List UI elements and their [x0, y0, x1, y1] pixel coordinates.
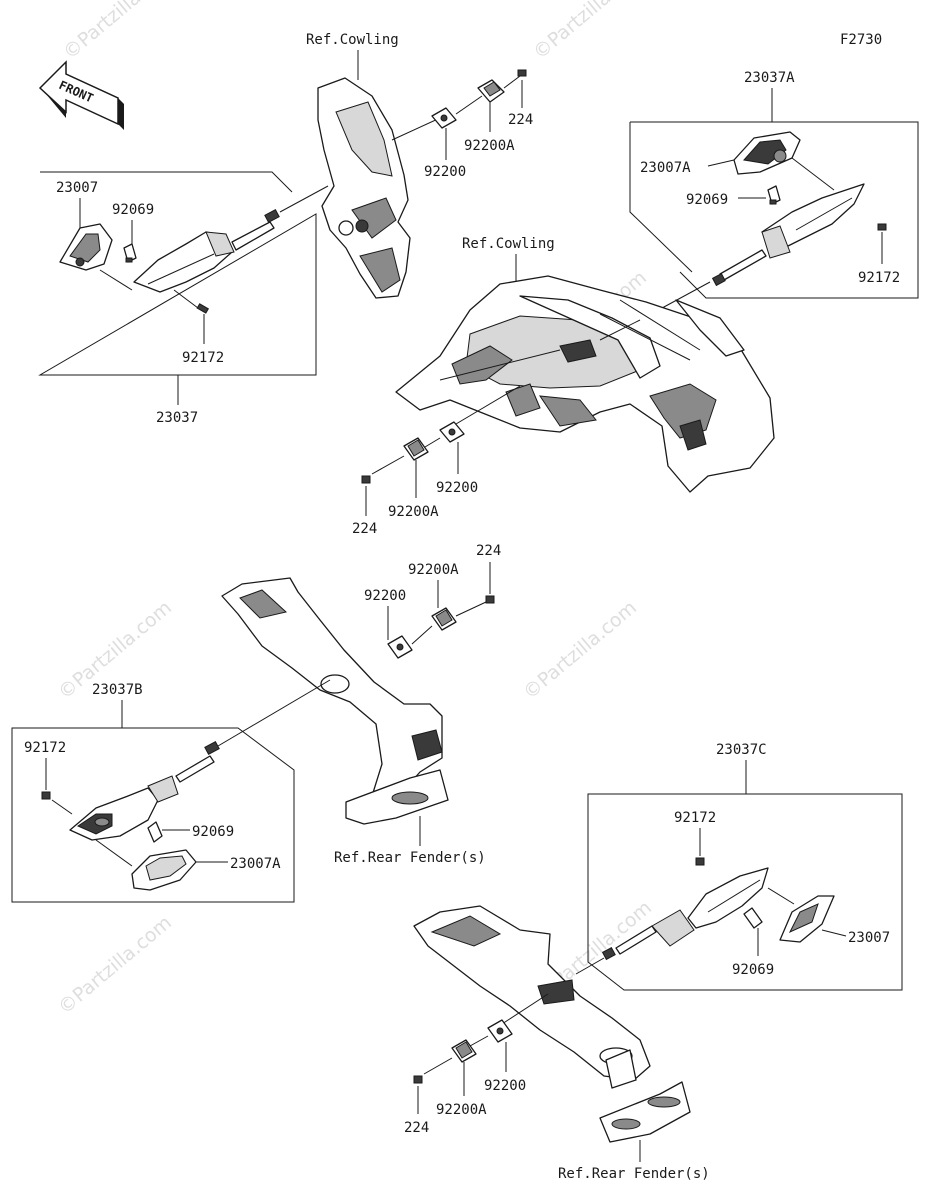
diagram-code: F2730	[840, 32, 882, 48]
screw-224-ml	[485, 595, 495, 604]
signal-light-wire-br	[601, 925, 657, 961]
screw-92172-tr	[877, 223, 887, 231]
label-92069-tl: 92069	[112, 202, 154, 218]
label-92200-top: 92200	[424, 164, 466, 180]
label-224-mid: 224	[352, 521, 377, 537]
lens-23007a-bl	[131, 849, 197, 891]
bulb-92069-bl	[147, 821, 163, 843]
watermark-5: ©Partzilla.com	[519, 597, 641, 704]
assembly-23037-label: 23037	[156, 410, 198, 426]
rear-left-mount-bracket	[221, 577, 449, 825]
watermark-6: ©Partzilla.com	[54, 912, 176, 1019]
label-92172-tr: 92172	[858, 270, 900, 286]
front-cowling-assembly	[395, 275, 775, 493]
signal-light-wire-bl	[175, 740, 220, 783]
signal-light-wire-tl	[231, 208, 280, 251]
grommet-92200-top	[431, 107, 457, 129]
bulb-92069-tl	[123, 243, 137, 263]
label-23007a-tr: 23007A	[640, 160, 691, 176]
label-92069-br: 92069	[732, 962, 774, 978]
signal-light-housing-br	[651, 867, 769, 947]
nut-92200a-top	[477, 79, 505, 103]
screw-224-bot	[413, 1075, 423, 1084]
label-92200a-top: 92200A	[464, 138, 515, 154]
label-92172-bl: 92172	[24, 740, 66, 756]
screw-92172-bl	[41, 791, 51, 800]
grommet-92200-mid	[439, 421, 465, 443]
label-23007-tl: 23007	[56, 180, 98, 196]
ref-rear-fender-left-label: Ref.Rear Fender(s)	[334, 850, 486, 866]
label-92172-tl: 92172	[182, 350, 224, 366]
nut-92200a-mid	[403, 437, 429, 461]
label-92069-bl: 92069	[192, 824, 234, 840]
label-224-bot: 224	[404, 1120, 429, 1136]
label-92069-tr: 92069	[686, 192, 728, 208]
label-92200-mid: 92200	[436, 480, 478, 496]
label-23007a-bl: 23007A	[230, 856, 281, 872]
watermark-2: ©Partzilla.com	[529, 0, 651, 64]
screw-92172-br	[695, 857, 705, 866]
signal-light-housing-tr	[761, 183, 865, 259]
front-arrow-icon: FRONT	[38, 60, 124, 130]
grommet-92200-bot	[487, 1019, 513, 1043]
label-92200-bot: 92200	[484, 1078, 526, 1094]
ref-rear-fender-right-label: Ref.Rear Fender(s)	[558, 1166, 710, 1182]
assembly-23037c-box	[587, 793, 903, 991]
nut-92200a-bot	[451, 1039, 477, 1063]
front-left-mount-bracket	[317, 77, 411, 299]
label-92200-ml: 92200	[364, 588, 406, 604]
assembly-23037b-box	[11, 727, 295, 903]
label-224-top: 224	[508, 112, 533, 128]
bulb-92069-br	[743, 907, 763, 929]
label-92200a-ml: 92200A	[408, 562, 459, 578]
lens-23007a-tr	[733, 131, 801, 175]
watermark-1: ©Partzilla.com	[59, 0, 181, 64]
label-23007-br: 23007	[848, 930, 890, 946]
screw-224-top	[517, 69, 527, 77]
lens-23007-tl	[59, 223, 113, 271]
assembly-23037a-label: 23037A	[744, 70, 795, 86]
assembly-23037c-label: 23037C	[716, 742, 767, 758]
grommet-92200-ml	[387, 635, 413, 659]
assembly-23037b-label: 23037B	[92, 682, 143, 698]
label-224-ml: 224	[476, 543, 501, 559]
rear-right-mount-bracket	[413, 905, 691, 1143]
label-92172-br: 92172	[674, 810, 716, 826]
label-92200a-bot: 92200A	[436, 1102, 487, 1118]
signal-light-housing-bl	[69, 775, 179, 841]
screw-92172-tl	[196, 303, 210, 314]
nut-92200a-ml	[431, 607, 457, 631]
lens-23007-br	[779, 895, 835, 943]
ref-cowling-top-label: Ref.Cowling	[306, 32, 399, 48]
ref-cowling-mid-label: Ref.Cowling	[462, 236, 555, 252]
signal-light-housing-tl	[133, 231, 235, 293]
screw-224-mid	[361, 475, 371, 484]
label-92200a-mid: 92200A	[388, 504, 439, 520]
signal-light-wire-tr	[711, 249, 767, 287]
bulb-92069-tr	[767, 185, 781, 205]
